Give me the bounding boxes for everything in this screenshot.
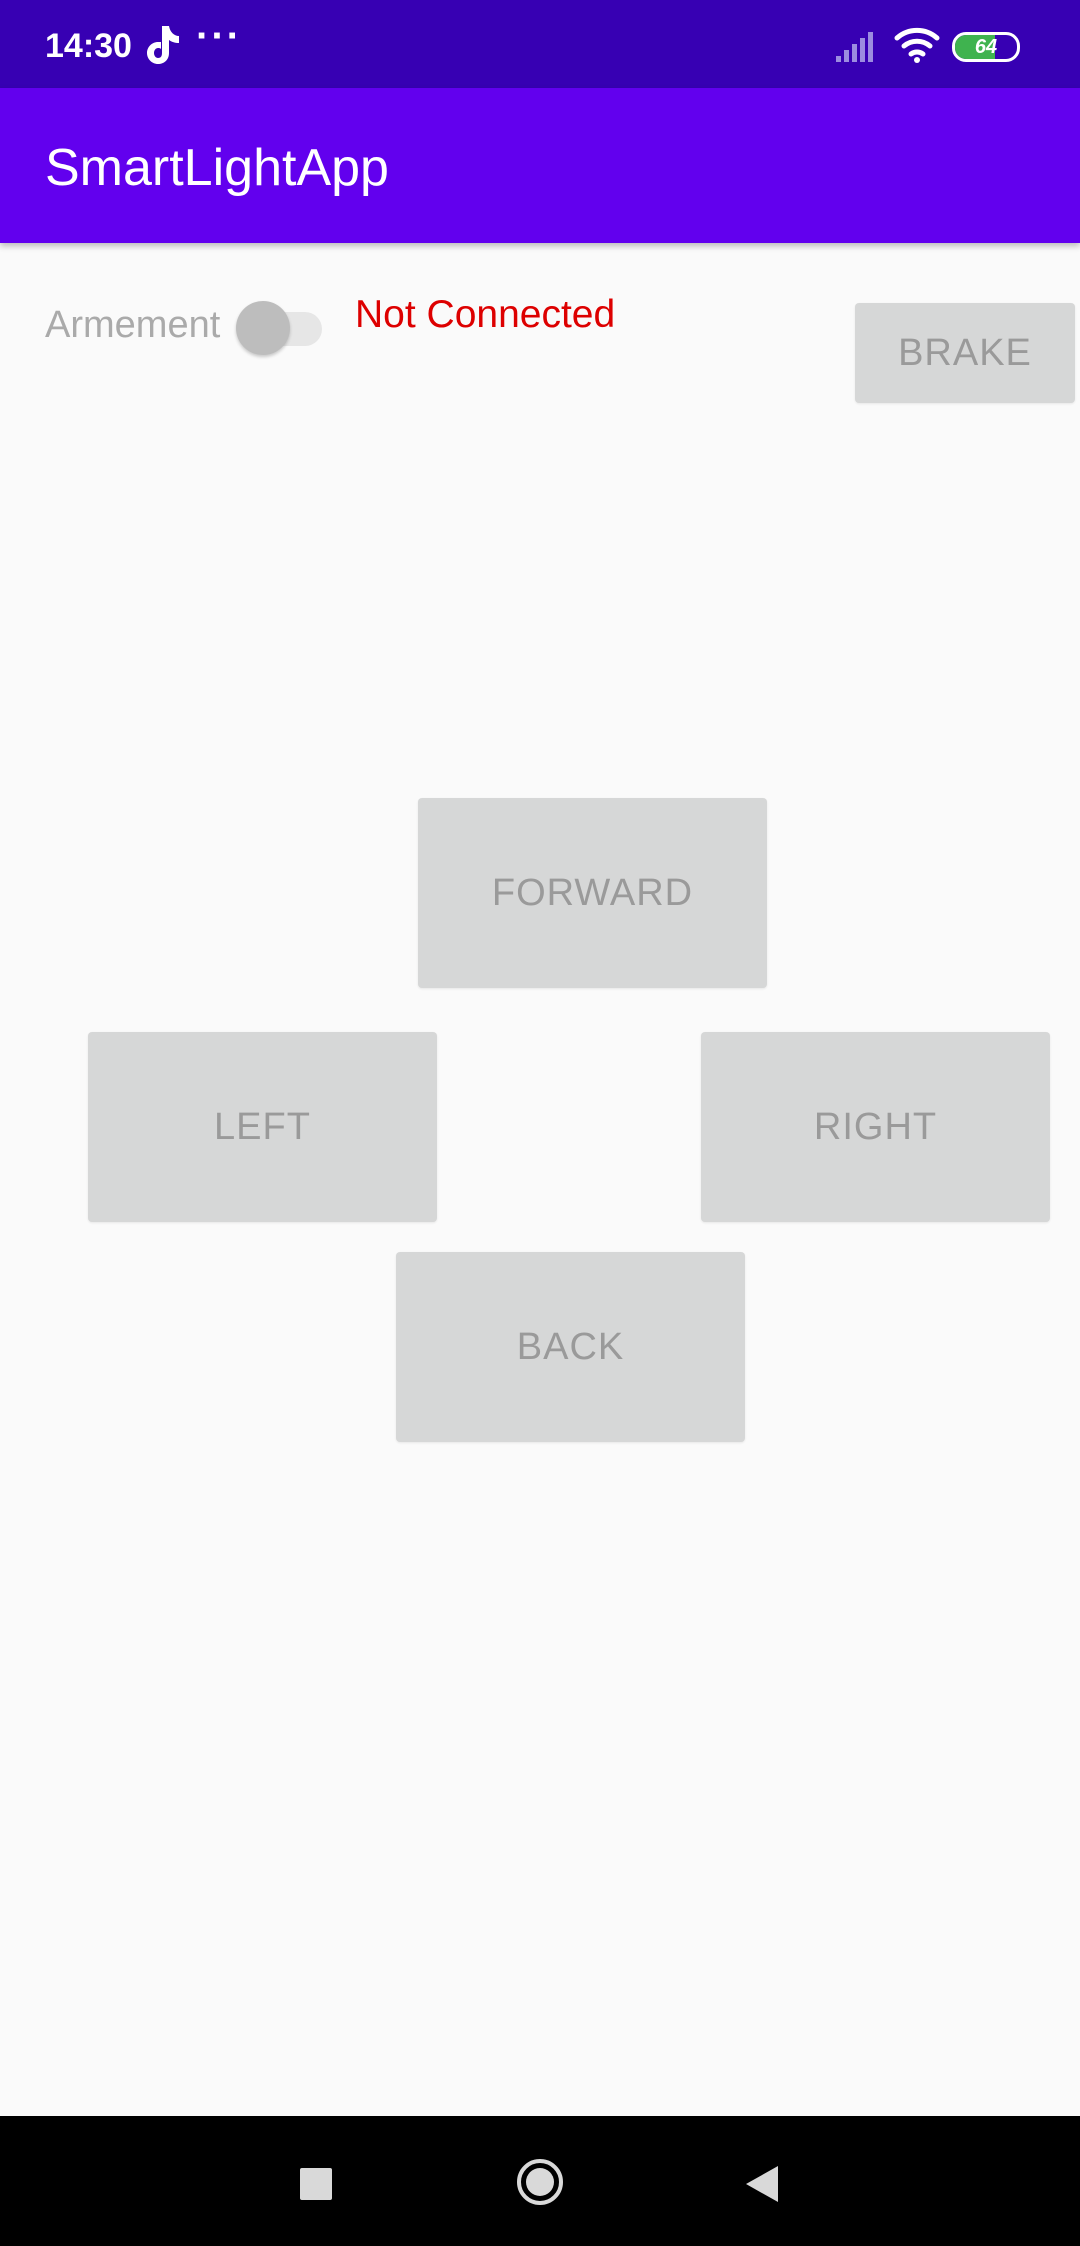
battery-fill: [955, 35, 995, 59]
left-button[interactable]: LEFT: [88, 1032, 437, 1222]
arm-switch[interactable]: [236, 298, 326, 355]
arm-switch-thumb: [236, 301, 290, 355]
signal-icon: [836, 28, 880, 64]
app-title: SmartLightApp: [45, 139, 389, 197]
brake-button[interactable]: BRAKE: [855, 303, 1075, 403]
navigation-bar: [0, 2116, 1080, 2246]
forward-button[interactable]: FORWARD: [418, 798, 767, 988]
tiktok-icon: [140, 22, 180, 66]
more-notifications-icon: ···: [196, 14, 242, 58]
status-time: 14:30: [45, 27, 132, 65]
wifi-icon: [894, 26, 940, 64]
battery-level: 64: [974, 36, 998, 58]
recents-square-icon[interactable]: [300, 2168, 332, 2200]
right-button[interactable]: RIGHT: [701, 1032, 1050, 1222]
arm-switch-label: Armement: [45, 304, 221, 346]
back-triangle-icon[interactable]: [744, 2164, 780, 2204]
home-circle-icon[interactable]: [516, 2158, 564, 2206]
battery-icon: 64: [952, 32, 1020, 62]
connection-status: Not Connected: [355, 293, 616, 336]
app-bar: SmartLightApp: [0, 88, 1080, 243]
status-bar: 14:30 ··· 64: [0, 0, 1080, 88]
back-button[interactable]: BACK: [396, 1252, 745, 1442]
